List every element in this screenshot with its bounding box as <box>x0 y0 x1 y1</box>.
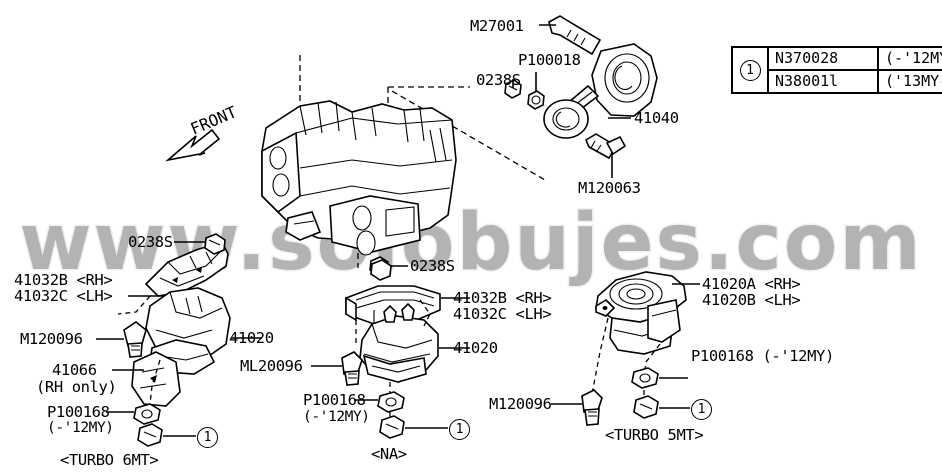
nut-legend-center <box>380 416 404 438</box>
callout-41040: 41040 <box>634 109 679 127</box>
legend-ref-badge-right: 1 <box>691 398 712 420</box>
legend-part-number: N370028 <box>769 48 879 69</box>
callout-41032b-left: 41032B <RH> <box>14 271 113 289</box>
callout-41032c-center: 41032C <LH> <box>453 305 552 323</box>
right-mount-group <box>551 272 700 425</box>
group-caption-turbo-6mt: <TURBO 6MT> <box>60 451 159 469</box>
callout-41032b-center: 41032B <RH> <box>453 289 552 307</box>
callout-m120096-center: M120096 <box>489 395 552 413</box>
callout-0238s-top: 0238S <box>476 71 521 89</box>
nut-legend-left <box>138 424 162 446</box>
callout-m120096-left: M120096 <box>20 330 83 348</box>
callout-41020-left: 41020 <box>229 329 274 347</box>
legend-ref-badge-left: 1 <box>197 426 218 448</box>
callout-p100168-center-note: (-'12MY) <box>303 409 370 425</box>
callout-m120063: M120063 <box>578 179 641 197</box>
bolt-m120096-right <box>582 390 602 425</box>
legend-marker-cell: 1 <box>733 48 769 92</box>
callout-p100168-left: P100168 <box>47 403 110 421</box>
group-caption-turbo-5mt: <TURBO 5MT> <box>605 426 704 444</box>
center-mount-group <box>311 260 470 438</box>
callout-41066: 41066 <box>52 361 97 379</box>
bolt-ml20096-center <box>342 352 362 385</box>
left-mount-group <box>96 234 262 446</box>
washer-p100168-right <box>632 368 658 388</box>
bolt-m27001 <box>549 16 600 54</box>
legend-row: N370028 (-'12MY) <box>769 48 942 69</box>
callout-0238s-body: 0238S <box>410 257 455 275</box>
nut-0238s-left <box>205 234 225 254</box>
legend-model-year: ('13MY-) <box>885 72 942 90</box>
nut-legend-right <box>634 396 658 418</box>
callout-p100168-left-note: (-'12MY) <box>47 420 114 436</box>
legend-ref-badge-center: 1 <box>449 418 470 440</box>
callout-p100168-center: P100168 <box>303 391 366 409</box>
callout-41020b-right: 41020B <LH> <box>702 291 801 309</box>
bolt-m120096-left <box>124 322 146 357</box>
callout-41020-center: 41020 <box>453 339 498 357</box>
circled-number: 1 <box>739 59 761 81</box>
legend-table: 1 N370028 (-'12MY) N38001l ('13MY-) <box>731 46 942 94</box>
circled-number: 1 <box>449 419 470 440</box>
washer-p100168-left <box>134 404 160 424</box>
callout-41032c-left: 41032C <LH> <box>14 287 113 305</box>
transmission-case <box>262 101 456 275</box>
legend-part-number: N38001l <box>769 71 879 92</box>
circled-number: 1 <box>691 399 712 420</box>
nut-0238s-center <box>371 260 391 280</box>
legend-rows: N370028 (-'12MY) N38001l ('13MY-) <box>769 48 942 92</box>
washer-p100168-center <box>378 392 404 412</box>
washer-p100018 <box>528 91 544 109</box>
callout-p100168-right: P100168 (-'12MY) <box>691 347 834 365</box>
group-caption-na: <NA> <box>371 445 407 463</box>
callout-0238s-left: 0238S <box>128 233 173 251</box>
callout-41066-note: (RH only) <box>36 378 117 396</box>
legend-row: N38001l ('13MY-) <box>769 69 942 92</box>
front-direction-arrow <box>168 130 219 160</box>
legend-model-year: (-'12MY) <box>885 49 942 67</box>
callout-41020a-right: 41020A <RH> <box>702 275 801 293</box>
front-label: FRONT <box>187 102 240 139</box>
circled-number: 1 <box>197 427 218 448</box>
callout-ml20096-center: ML20096 <box>240 357 303 375</box>
callout-p100018: P100018 <box>518 51 581 69</box>
callout-m27001: M27001 <box>470 17 524 35</box>
torque-rod-assembly <box>505 16 657 178</box>
